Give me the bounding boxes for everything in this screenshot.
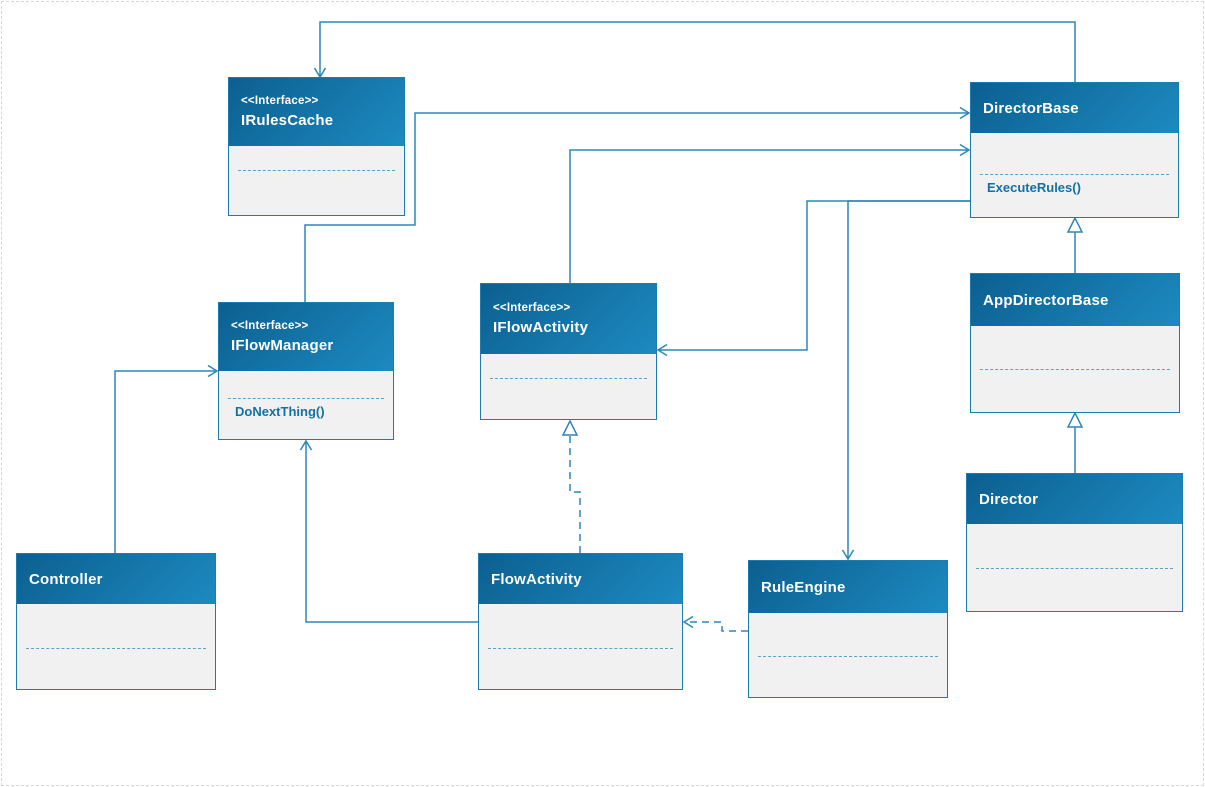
open-arrowhead-Controller-to-IFlowManager (207, 364, 219, 378)
class-fields-section (971, 133, 1178, 174)
class-fields-section (17, 604, 215, 648)
open-arrowhead-FlowActivity-to-IFlowManager (299, 439, 313, 451)
class-section-divider (980, 369, 1170, 370)
class-fields-section (479, 604, 682, 648)
connector-DirectorBase-to-IRulesCache[interactable] (319, 21, 1076, 82)
class-body (971, 326, 1179, 412)
open-arrowhead-RuleEngine-to-FlowActivity (682, 615, 694, 629)
triangle-arrowhead-Director-to-AppDirectorBase (1066, 411, 1084, 428)
class-section-divider (980, 174, 1169, 175)
connector-RuleEngine-to-FlowActivity[interactable] (686, 621, 748, 632)
open-arrowhead-DirectorBase-to-IFlowActivity (656, 343, 668, 357)
class-header: <<Interface>> IRulesCache (229, 78, 404, 146)
class-body: DoNextThing() (219, 371, 393, 439)
connector-Controller-to-IFlowManager[interactable] (114, 370, 216, 553)
class-methods-section: DoNextThing() (219, 399, 393, 439)
class-name: Director (979, 490, 1039, 508)
connector-FlowActivity-to-IFlowActivity[interactable] (569, 434, 581, 553)
class-fields-section (481, 354, 656, 378)
class-header: FlowActivity (479, 554, 682, 604)
class-header: Controller (17, 554, 215, 604)
class-section-divider (228, 398, 384, 399)
class-RuleEngine[interactable]: RuleEngine (748, 560, 948, 698)
class-body (967, 524, 1182, 611)
class-body (749, 613, 947, 697)
class-stereotype: <<Interface>> (231, 320, 309, 332)
class-name: IFlowActivity (493, 319, 589, 336)
connector-DirectorBase-to-RuleEngine[interactable] (847, 200, 970, 558)
class-name: Controller (29, 570, 103, 588)
class-methods-section (971, 370, 1179, 412)
class-Director[interactable]: Director (966, 473, 1183, 612)
class-name: AppDirectorBase (983, 291, 1109, 309)
class-section-divider (26, 648, 206, 649)
class-name: DirectorBase (983, 99, 1079, 117)
class-AppDirectorBase[interactable]: AppDirectorBase (970, 273, 1180, 413)
class-name: FlowActivity (491, 570, 582, 588)
class-methods-section (229, 171, 404, 215)
class-body (17, 604, 215, 689)
class-header: RuleEngine (749, 561, 947, 613)
class-body (479, 604, 682, 689)
class-section-divider (976, 568, 1173, 569)
class-methods-section (481, 379, 656, 419)
triangle-arrowhead-AppDirectorBase-to-DirectorBase (1066, 216, 1084, 233)
connector-FlowActivity-to-IFlowManager[interactable] (305, 442, 478, 623)
class-header: <<Interface>> IFlowManager (219, 303, 393, 371)
triangle-arrowhead-FlowActivity-to-IFlowActivity (561, 419, 579, 436)
class-FlowActivity[interactable]: FlowActivity (478, 553, 683, 690)
class-body: ExecuteRules() (971, 133, 1178, 217)
class-stereotype: <<Interface>> (493, 302, 571, 314)
class-section-divider (488, 648, 673, 649)
open-arrowhead-DirectorBase-to-RuleEngine (841, 549, 855, 561)
class-name: RuleEngine (761, 578, 846, 596)
class-fields-section (749, 613, 947, 656)
class-header: <<Interface>> IFlowActivity (481, 284, 656, 354)
class-header: Director (967, 474, 1182, 524)
open-arrowhead-IFlowManager-to-DirectorBase (959, 106, 971, 120)
class-section-divider (490, 378, 647, 379)
class-methods-section (967, 569, 1182, 611)
class-fields-section (971, 326, 1179, 369)
class-IFlowManager[interactable]: <<Interface>> IFlowManager DoNextThing() (218, 302, 394, 440)
class-body (229, 146, 404, 215)
class-IRulesCache[interactable]: <<Interface>> IRulesCache (228, 77, 405, 216)
class-stereotype: <<Interface>> (241, 95, 319, 107)
class-methods-section: ExecuteRules() (971, 175, 1178, 217)
class-methods-section (479, 649, 682, 689)
class-method: ExecuteRules() (987, 180, 1081, 195)
open-arrowhead-IFlowActivity-to-DirectorBase (959, 143, 971, 157)
class-fields-section (967, 524, 1182, 568)
class-Controller[interactable]: Controller (16, 553, 216, 690)
class-methods-section (17, 649, 215, 689)
class-method: DoNextThing() (235, 404, 325, 419)
class-DirectorBase[interactable]: DirectorBase ExecuteRules() (970, 82, 1179, 218)
class-name: IRulesCache (241, 112, 334, 129)
class-fields-section (219, 371, 393, 398)
class-header: DirectorBase (971, 83, 1178, 133)
connector-IFlowManager-to-DirectorBase[interactable] (304, 112, 968, 302)
class-body (481, 354, 656, 419)
class-IFlowActivity[interactable]: <<Interface>> IFlowActivity (480, 283, 657, 420)
class-name: IFlowManager (231, 337, 334, 354)
class-section-divider (758, 656, 938, 657)
connector-DirectorBase-to-IFlowActivity[interactable] (659, 200, 970, 351)
connector-IFlowActivity-to-DirectorBase[interactable] (569, 149, 968, 283)
class-fields-section (229, 146, 404, 170)
class-methods-section (749, 657, 947, 697)
class-section-divider (238, 170, 395, 171)
class-header: AppDirectorBase (971, 274, 1179, 326)
